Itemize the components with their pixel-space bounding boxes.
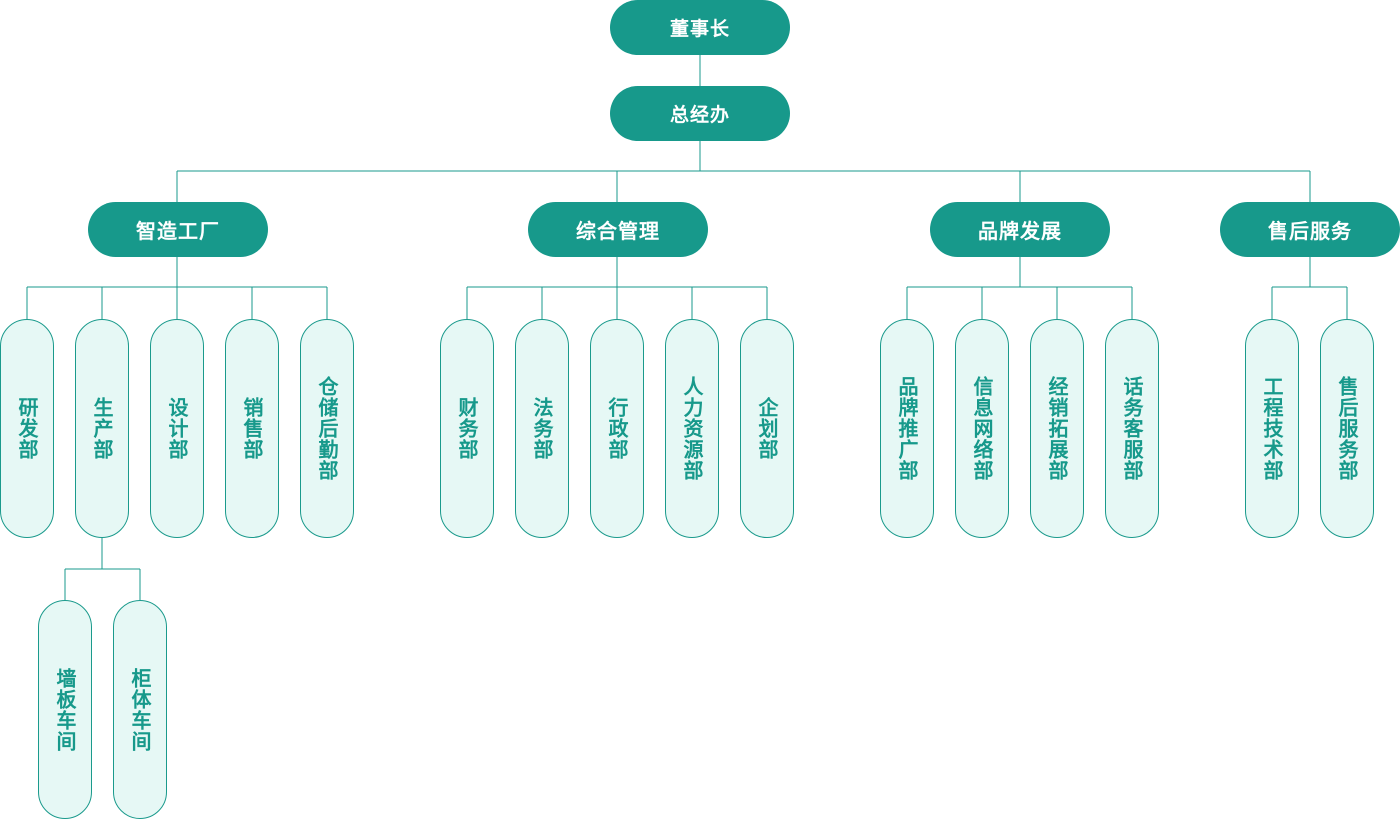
dept-node: 销售部	[225, 319, 279, 538]
division-node-general-management: 综合管理	[528, 202, 708, 257]
dept-node: 工程技术部	[1245, 319, 1299, 538]
dept-node: 经销拓展部	[1030, 319, 1084, 538]
dept-label: 话务客服部	[1120, 376, 1144, 481]
dept-label: 生产部	[90, 397, 114, 460]
division-label: 售后服务	[1268, 219, 1352, 243]
dept-node: 生产部	[75, 319, 129, 538]
dept-label: 售后服务部	[1335, 376, 1359, 481]
dept-label: 企划部	[755, 397, 779, 460]
workshop-node: 柜体车间	[113, 600, 167, 819]
dept-label: 研发部	[15, 397, 39, 460]
dept-node: 人力资源部	[665, 319, 719, 538]
dept-node: 设计部	[150, 319, 204, 538]
division-label: 品牌发展	[978, 219, 1062, 243]
gm-office-label: 总经办	[669, 104, 730, 126]
dept-node: 法务部	[515, 319, 569, 538]
dept-node: 话务客服部	[1105, 319, 1159, 538]
dept-label: 信息网络部	[970, 376, 994, 481]
dept-label: 经销拓展部	[1045, 376, 1069, 481]
dept-label: 财务部	[455, 397, 479, 460]
chairman-node: 董事长	[610, 0, 790, 55]
dept-node: 信息网络部	[955, 319, 1009, 538]
chairman-label: 董事长	[669, 18, 730, 40]
workshop-label: 柜体车间	[128, 667, 152, 752]
division-node-brand-development: 品牌发展	[930, 202, 1110, 257]
dept-label: 工程技术部	[1260, 376, 1284, 481]
division-node-after-sales: 售后服务	[1220, 202, 1400, 257]
dept-label: 行政部	[605, 397, 629, 460]
dept-label: 人力资源部	[680, 376, 704, 481]
dept-node: 企划部	[740, 319, 794, 538]
workshop-label: 墙板车间	[53, 667, 77, 752]
dept-node: 品牌推广部	[880, 319, 934, 538]
dept-node: 售后服务部	[1320, 319, 1374, 538]
division-label: 综合管理	[576, 219, 660, 243]
dept-label: 品牌推广部	[895, 376, 919, 481]
workshop-node: 墙板车间	[38, 600, 92, 819]
dept-node: 行政部	[590, 319, 644, 538]
dept-label: 法务部	[530, 397, 554, 460]
dept-label: 销售部	[240, 397, 264, 460]
dept-label: 仓储后勤部	[315, 376, 339, 481]
dept-node: 仓储后勤部	[300, 319, 354, 538]
dept-label: 设计部	[165, 397, 189, 460]
division-label: 智造工厂	[136, 219, 220, 243]
division-node-smart-factory: 智造工厂	[88, 202, 268, 257]
gm-office-node: 总经办	[610, 86, 790, 141]
dept-node: 财务部	[440, 319, 494, 538]
dept-node: 研发部	[0, 319, 54, 538]
